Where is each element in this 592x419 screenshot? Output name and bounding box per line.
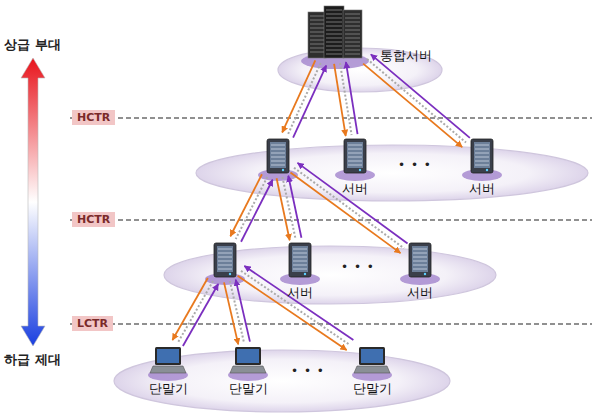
server-node: 통합서버 [306,4,432,60]
terminal-node: 단말기 [353,346,392,397]
link-arrow [230,174,262,236]
server-node [212,242,238,278]
ellipsis-mark: • • • [291,364,325,378]
link-arrow [183,284,218,346]
link-arrow [236,280,250,342]
terminal-node: 단말기 [229,346,268,397]
link-arrow [230,281,244,343]
link-arrow [288,176,301,238]
server-icon [212,242,238,278]
link-arrow [346,62,358,134]
node-label: 단말기 [353,381,392,397]
link-arrow [298,163,408,244]
link-arrow [236,177,268,239]
link-arrow [288,63,321,135]
server-node [265,138,291,174]
link-arrow [340,63,352,135]
link-arrow [334,64,346,136]
server-node: 서버 [342,138,368,197]
link-arrow [371,54,470,138]
level-dashed-lines [70,118,592,324]
server-icon [287,242,313,278]
tier-tag: LCTR [72,316,113,331]
link-arrow [363,64,462,148]
node-label: 서버 [469,181,495,197]
hierarchy-arrow [21,58,45,346]
icon-discs [148,53,502,381]
node-label: 서버 [287,285,313,301]
tier-tag: HCTR [72,110,115,125]
tier-tag: HCTR [72,212,115,227]
link-arrow [178,281,213,343]
server-icon [265,138,291,174]
ellipsis-mark: • • • [398,158,432,172]
rack-icon [306,4,364,60]
node-label: 서버 [407,285,433,301]
link-arrow [238,276,347,350]
link-arrow [282,60,315,132]
link-arrow [172,278,207,340]
link-arrow [241,180,273,242]
link-arrow [367,59,466,143]
link-arrow [282,177,295,239]
laptop-icon [149,346,187,374]
server-node: 서버 [407,242,433,301]
terminal-node: 단말기 [149,346,188,397]
server-node: 서버 [469,138,495,197]
link-arrow [294,168,404,249]
node-label: 서버 [342,181,368,197]
node-label: 단말기 [229,381,268,397]
level-caption: 하급 제대 [4,352,61,368]
server-icon [469,138,495,174]
platform-ellipses [114,48,588,412]
link-arrow [293,66,326,138]
node-label: 단말기 [149,381,188,397]
server-node: 서버 [287,242,313,301]
link-arrow [224,282,238,344]
link-arrow [277,178,290,240]
server-icon [342,138,368,174]
server-icon [407,242,433,278]
node-label: 통합서버 [380,48,432,64]
link-arrow [290,173,400,254]
ellipsis-mark: • • • [341,260,375,274]
level-caption: 상급 부대 [4,37,61,53]
laptop-icon [353,346,391,374]
laptop-icon [229,346,267,374]
link-arrow [241,271,350,345]
